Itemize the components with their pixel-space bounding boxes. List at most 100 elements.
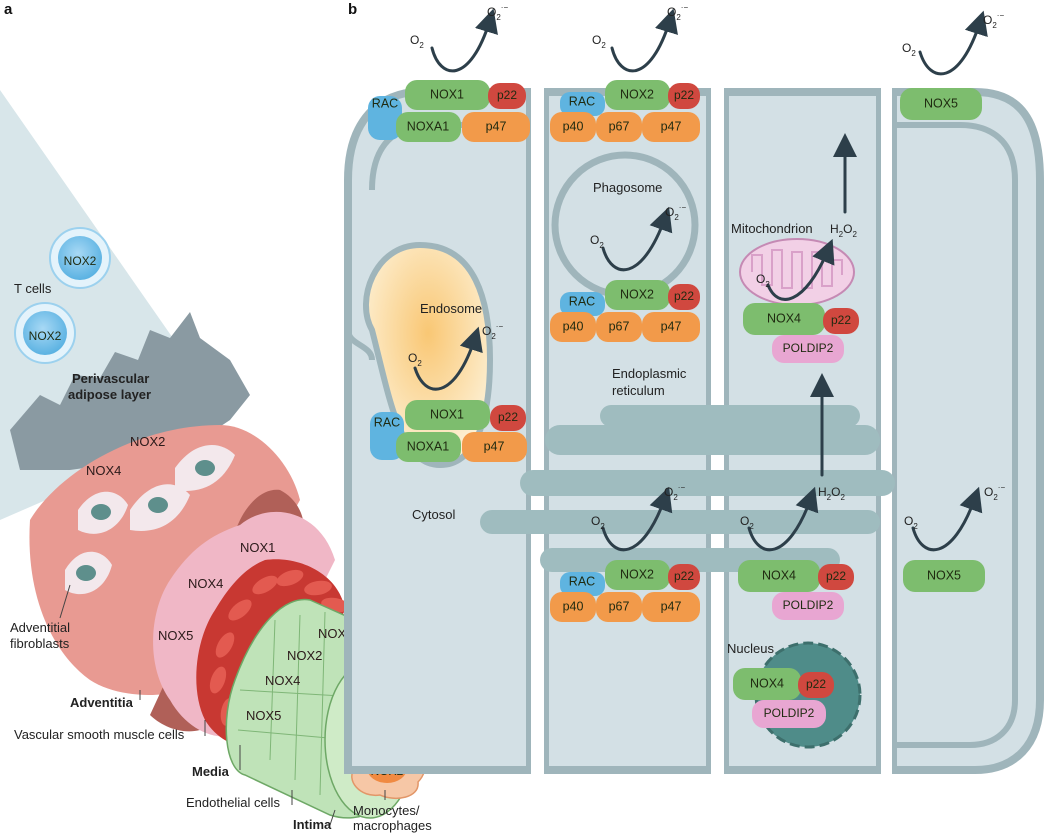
- column-gap: [881, 80, 892, 780]
- arrow-nox5-er: [911, 486, 983, 552]
- phagosome-label: Phagosome: [593, 180, 662, 195]
- panel-a-label: a: [4, 1, 13, 18]
- fibroblast: [78, 491, 128, 534]
- superoxide-label: O2·−: [665, 203, 686, 222]
- arrow-nox5-membrane: [918, 10, 988, 76]
- o2-label: O2: [591, 514, 605, 531]
- rac-label: RAC: [569, 94, 595, 108]
- nox4-label: NOX4: [750, 676, 784, 690]
- nox2-label: NOX2: [620, 87, 654, 101]
- poldip2-label: POLDIP2: [764, 706, 815, 720]
- monocytes-label-2: macrophages: [353, 818, 432, 833]
- nox4-complex-er: NOX4 p22 POLDIP2: [738, 560, 854, 620]
- o2-label: O2: [410, 33, 424, 50]
- superoxide-label: O2·−: [664, 483, 685, 502]
- t-cell-nox2-label: NOX2: [29, 329, 62, 343]
- nox2-complex-phagosome: RAC NOX2 p22 p40 p67 p47: [550, 280, 700, 342]
- arrow-nox2-er: [601, 486, 673, 552]
- phagosome: [551, 151, 699, 299]
- intima-nox-label: NOX4: [265, 673, 300, 688]
- nox5-complex-er: NOX5: [903, 560, 985, 592]
- monocytes-label-1: Monocytes/: [353, 803, 420, 818]
- p47-label: p47: [661, 119, 682, 133]
- nox4-complex-mitochondrion: NOX4 p22 POLDIP2: [743, 303, 859, 363]
- adventitia-label: Adventitia: [70, 695, 134, 710]
- perivascular-label-1: Perivascular: [72, 371, 149, 386]
- p47-label: p47: [661, 319, 682, 333]
- endothelial-cells-label: Endothelial cells: [186, 795, 280, 810]
- poldip2-label: POLDIP2: [783, 341, 834, 355]
- t-cells-label: T cells: [14, 281, 52, 296]
- fibroblast: [65, 551, 112, 595]
- t-cell: NOX2: [14, 302, 76, 364]
- column-gap: [531, 80, 544, 780]
- superoxide-label: O2·−: [667, 3, 688, 22]
- o2-label: O2: [902, 41, 916, 58]
- nox1-complex-membrane: RAC NOX1 p22 NOXA1 p47: [368, 80, 530, 142]
- noxa1-label: NOXA1: [407, 119, 449, 133]
- o2-label: O2: [756, 272, 770, 289]
- rac-label: RAC: [372, 96, 398, 110]
- noxa1-label: NOXA1: [407, 439, 449, 453]
- p22-label: p22: [497, 88, 517, 102]
- nox2-label: NOX2: [620, 567, 654, 581]
- adventitia-nox-label: NOX2: [130, 434, 165, 449]
- intima-nox-label: NOX5: [246, 708, 281, 723]
- superoxide-labels: O2·− O2·− O2·− O2·− O2·− O2·− O2·−: [482, 3, 1005, 502]
- er-label-2: reticulum: [612, 383, 665, 398]
- nox5-complex-membrane: NOX5: [900, 88, 982, 120]
- arrow-nox2-membrane: [610, 8, 678, 73]
- nox1-complex-endosome: RAC NOX1 p22 NOXA1 p47: [370, 400, 527, 462]
- media-label: Media: [192, 764, 230, 779]
- h2o2-label: H2O2: [830, 222, 857, 239]
- t-cell: NOX2: [49, 227, 111, 289]
- reaction-arrows: [413, 8, 988, 552]
- rac-label: RAC: [374, 415, 400, 429]
- p47-label: p47: [486, 119, 507, 133]
- t-cell-nox2-label: NOX2: [64, 254, 97, 268]
- cell-column-4: [889, 88, 1044, 774]
- nucleus-label: Nucleus: [727, 641, 774, 656]
- adventitial-fibroblasts-label-2: fibroblasts: [10, 636, 70, 651]
- o2-label: O2: [592, 33, 606, 50]
- nox5-label: NOX5: [924, 96, 958, 110]
- arrow-endosome: [413, 326, 483, 391]
- inner-membrane: [893, 180, 1018, 748]
- p40-label: p40: [563, 599, 584, 613]
- nox1-label: NOX1: [430, 87, 464, 101]
- poldip2-label: POLDIP2: [783, 598, 834, 612]
- fibroblast: [130, 484, 190, 531]
- nox2-complex-er: RAC NOX2 p22 p40 p67 p47: [550, 560, 700, 622]
- p40-label: p40: [563, 119, 584, 133]
- intima-label: Intima: [293, 817, 332, 832]
- superoxide-label: O2·−: [983, 11, 1004, 30]
- vsmc-label: Vascular smooth muscle cells: [14, 727, 185, 742]
- rac-label: RAC: [569, 574, 595, 588]
- arrow-nox4-er: [747, 486, 819, 552]
- superoxide-label: O2·−: [487, 3, 508, 22]
- panel-b-label: b: [348, 1, 357, 18]
- arrow-mito: [766, 238, 835, 301]
- h2o2-label: H2O2: [818, 485, 845, 502]
- p22-label: p22: [831, 313, 851, 327]
- superoxide-label: O2·−: [482, 322, 503, 341]
- p47-label: p47: [661, 599, 682, 613]
- adventitia-nox-label: NOX4: [86, 463, 121, 478]
- media-nox-label: NOX5: [158, 628, 193, 643]
- p40-label: p40: [563, 319, 584, 333]
- o2-label: O2: [740, 514, 754, 531]
- fibroblast: [175, 445, 235, 491]
- perivascular-label-2: adipose layer: [68, 387, 151, 402]
- nox2-complex-membrane: RAC NOX2 p22 p40 p67 p47: [550, 80, 700, 142]
- nox1-label: NOX1: [430, 407, 464, 421]
- p67-label: p67: [609, 319, 630, 333]
- p22-label: p22: [674, 88, 694, 102]
- rac-label: RAC: [569, 294, 595, 308]
- nox2-label: NOX2: [620, 287, 654, 301]
- nox4-complex-nucleus: NOX4 p22 POLDIP2: [733, 668, 834, 728]
- p22-label: p22: [674, 569, 694, 583]
- leader-lines: [59, 584, 386, 826]
- arrow-nox1-membrane: [430, 8, 498, 73]
- p47-label: p47: [484, 439, 505, 453]
- superoxide-label: O2·−: [984, 483, 1005, 502]
